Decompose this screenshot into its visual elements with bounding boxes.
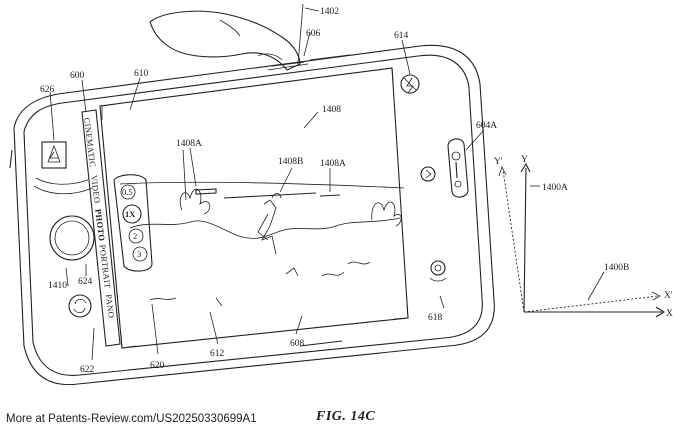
ref-1410: 1410: [48, 281, 67, 291]
right-control-panel: [400, 74, 469, 282]
mode-photo[interactable]: PHOTO: [93, 208, 107, 242]
zoom-selector-pill[interactable]: [113, 174, 153, 272]
thumbnail-icon[interactable]: [41, 141, 67, 169]
chevron-right-button[interactable]: [420, 166, 436, 182]
figure-label: FIG. 14C: [316, 409, 376, 424]
mode-video[interactable]: VIDEO: [89, 175, 102, 204]
left-control-panel: 0.5 1X 2 3 CINEMATIC VIDEO PHOTO PORTRAI…: [33, 109, 153, 347]
ref-604A: 604A: [476, 121, 497, 131]
zoom-2-label: 2: [133, 231, 137, 241]
ref-606: 606: [306, 29, 321, 39]
shutter-hardware-button: [271, 61, 305, 67]
viewfinder: [99, 67, 409, 349]
zoom-2-button[interactable]: [128, 228, 144, 244]
axis-label-x-prime: X': [664, 291, 673, 301]
ref-1408A-left: 1408A: [176, 139, 202, 149]
ref-1408: 1408: [322, 105, 341, 115]
coordinate-axes: [498, 162, 666, 318]
shutter-button[interactable]: [49, 215, 95, 261]
capture-toggle-pill[interactable]: [447, 138, 469, 198]
ref-608: 608: [290, 339, 305, 349]
ref-614: 614: [394, 31, 409, 41]
ref-600: 600: [70, 71, 85, 81]
ref-622: 622: [80, 365, 95, 375]
switch-camera-button[interactable]: [68, 294, 92, 318]
zoom-3-button[interactable]: [132, 246, 148, 262]
ref-612: 612: [210, 349, 225, 359]
axis-labels: Y' Y X' X: [494, 155, 673, 319]
ref-626: 626: [40, 85, 55, 95]
ref-624: 624: [78, 277, 93, 287]
ref-1408B: 1408B: [278, 157, 303, 167]
y-prime-axis: [502, 169, 525, 313]
zoom-1x-button[interactable]: [122, 204, 142, 224]
ref-1400B: 1400B: [604, 263, 629, 273]
phone-body: [9, 44, 495, 386]
ref-618: 618: [428, 313, 443, 323]
reference-labels: 1402 606 614 600 610 626 1408 604A 1408A…: [40, 7, 629, 375]
zoom-3-label: 3: [137, 249, 141, 259]
x-prime-axis: [523, 295, 659, 313]
axis-label-y-prime: Y': [494, 157, 503, 167]
zoom-1x-label: 1X: [125, 209, 136, 219]
source-footer: More at Patents-Review.com/US20250330699…: [6, 413, 257, 425]
axis-label-x: X: [666, 309, 673, 319]
zoom-0-5-label: 0.5: [122, 187, 133, 197]
y-axis: [523, 167, 527, 313]
ref-1402: 1402: [320, 7, 339, 17]
ref-620: 620: [150, 361, 165, 371]
flash-icon[interactable]: [400, 74, 420, 94]
mode-cinematic[interactable]: CINEMATIC: [82, 117, 98, 168]
settings-dial-icon[interactable]: [430, 260, 446, 276]
axis-label-y: Y: [521, 155, 528, 165]
finger-illustration: [149, 10, 301, 71]
ref-1408A-right: 1408A: [320, 159, 346, 169]
ref-610: 610: [134, 69, 149, 79]
leader-lines: [49, 3, 485, 361]
zoom-0-5-button[interactable]: [120, 184, 136, 200]
mode-pano[interactable]: PANO: [104, 294, 117, 319]
ref-1400A: 1400A: [542, 183, 568, 193]
